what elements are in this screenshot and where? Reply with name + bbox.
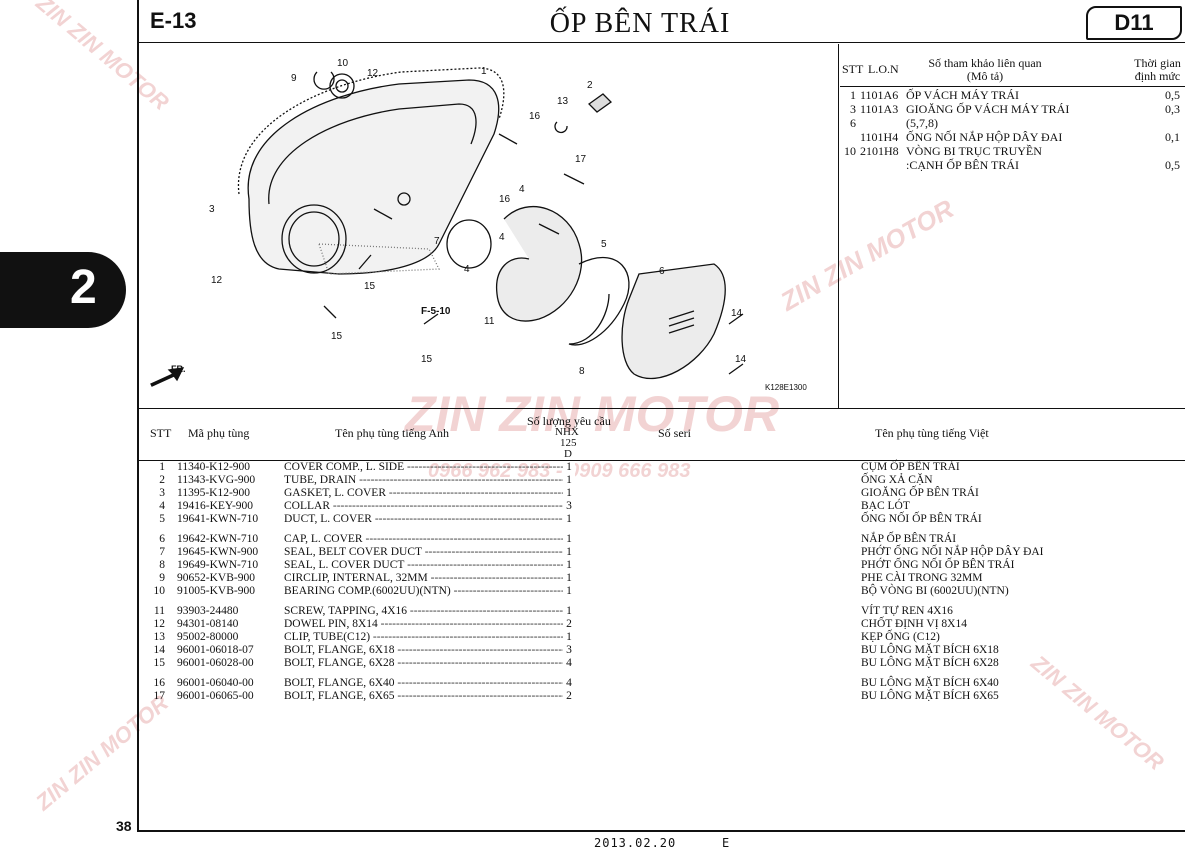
svg-text:7: 7 xyxy=(434,236,440,247)
ref-row: 1 1101A6 ỐP VÁCH MÁY TRÁI 0,5 xyxy=(850,88,1180,102)
svg-text:15: 15 xyxy=(364,281,376,292)
parts-header-name-en: Tên phụ tùng tiếng Anh xyxy=(335,426,449,440)
svg-text:9: 9 xyxy=(291,73,297,84)
svg-text:4: 4 xyxy=(464,264,470,275)
footer-date: 2013.02.20 xyxy=(594,836,677,850)
parts-header-partno: Mã phụ tùng xyxy=(188,426,250,440)
ref-header-time2: định mức xyxy=(1134,69,1181,83)
svg-text:8: 8 xyxy=(579,366,585,377)
chapter-tab: 2 xyxy=(0,252,126,328)
parts-header-rule xyxy=(139,460,1185,461)
svg-text:12: 12 xyxy=(367,68,379,79)
svg-text:2: 2 xyxy=(587,80,593,91)
svg-text:15: 15 xyxy=(331,331,343,342)
svg-text:16: 16 xyxy=(529,111,541,122)
svg-text:12: 12 xyxy=(211,275,223,286)
parts-header-model: NHX xyxy=(555,426,579,438)
ref-row: :CẠNH ỐP BÊN TRÁI 0,5 xyxy=(906,158,1180,172)
page-number: 38 xyxy=(116,818,132,834)
section-divider xyxy=(139,408,1185,409)
page-title: ỐP BÊN TRÁI xyxy=(549,8,731,39)
parts-header-model3: D xyxy=(564,448,572,460)
ref-row: 10 2101H8 VÒNG BI TRỤC TRUYỀN xyxy=(844,144,1042,158)
parts-header-model2: 125 xyxy=(560,437,577,449)
ref-header-desc: Số tham khảo liên quan xyxy=(928,56,1042,70)
header-divider xyxy=(137,42,1185,43)
footer-letter: E xyxy=(722,836,730,850)
parts-header-name-vn: Tên phụ tùng tiếng Việt xyxy=(875,426,989,440)
ref-row: 3 1101A3 GIOĂNG ỐP VÁCH MÁY TRÁI 0,3 xyxy=(850,102,1180,116)
svg-text:14: 14 xyxy=(731,308,743,319)
svg-text:14: 14 xyxy=(735,354,747,365)
svg-text:11: 11 xyxy=(484,316,495,327)
svg-text:17: 17 xyxy=(575,154,587,165)
reference-header: STT L.O.N Số tham khảo liên quan (Mô tả)… xyxy=(840,48,1185,84)
svg-text:10: 10 xyxy=(337,58,349,69)
model-badge: D11 xyxy=(1086,6,1182,40)
section-code: E-13 xyxy=(150,8,197,33)
exploded-diagram: 10 9 12 1 2 13 16 17 3 16 4 4 5 7 4 6 12 15 11 8 14 14 15… xyxy=(139,44,839,408)
svg-text:3: 3 xyxy=(209,204,215,215)
svg-text:1: 1 xyxy=(481,66,487,77)
svg-text:6: 6 xyxy=(659,266,665,277)
reference-table: STT L.O.N Số tham khảo liên quan (Mô tả)… xyxy=(840,48,1185,172)
svg-text:4: 4 xyxy=(499,232,505,243)
diagram-svg: 10 9 12 1 2 13 16 17 3 16 4 4 5 7 4 6 12 15 11 8 14 14 15… xyxy=(150,58,807,392)
svg-text:15: 15 xyxy=(421,354,433,365)
parts-header-qty: Số lượng yêu cầu xyxy=(527,414,611,428)
ref-header-desc2: (Mô tả) xyxy=(966,69,1004,83)
svg-text:16: 16 xyxy=(499,194,511,205)
direction-label: FR. xyxy=(171,364,186,374)
reference-header-rule xyxy=(840,86,1185,87)
page-frame xyxy=(137,0,1185,832)
ref-row: 6 (5,7,8) xyxy=(850,116,938,130)
ref-header-time: Thời gian xyxy=(1134,56,1181,70)
ref-header-stt: STT xyxy=(842,62,864,76)
svg-text:13: 13 xyxy=(557,96,569,107)
parts-header-serial: Số seri xyxy=(658,426,691,440)
figure-code: K128E1300 xyxy=(765,383,807,392)
parts-header-stt: STT xyxy=(150,426,172,440)
diagram-ref-label: F-5-10 xyxy=(421,306,451,317)
svg-text:4: 4 xyxy=(519,184,525,195)
svg-text:5: 5 xyxy=(601,239,607,250)
ref-header-lon: L.O.N xyxy=(868,62,899,76)
chapter-number: 2 xyxy=(70,261,97,314)
watermark-brand-center: ZIN ZIN MOTOR xyxy=(405,386,780,442)
ref-row: 1101H4 ỐNG NỐI NẮP HỘP DÂY ĐAI 0,1 xyxy=(860,130,1180,144)
